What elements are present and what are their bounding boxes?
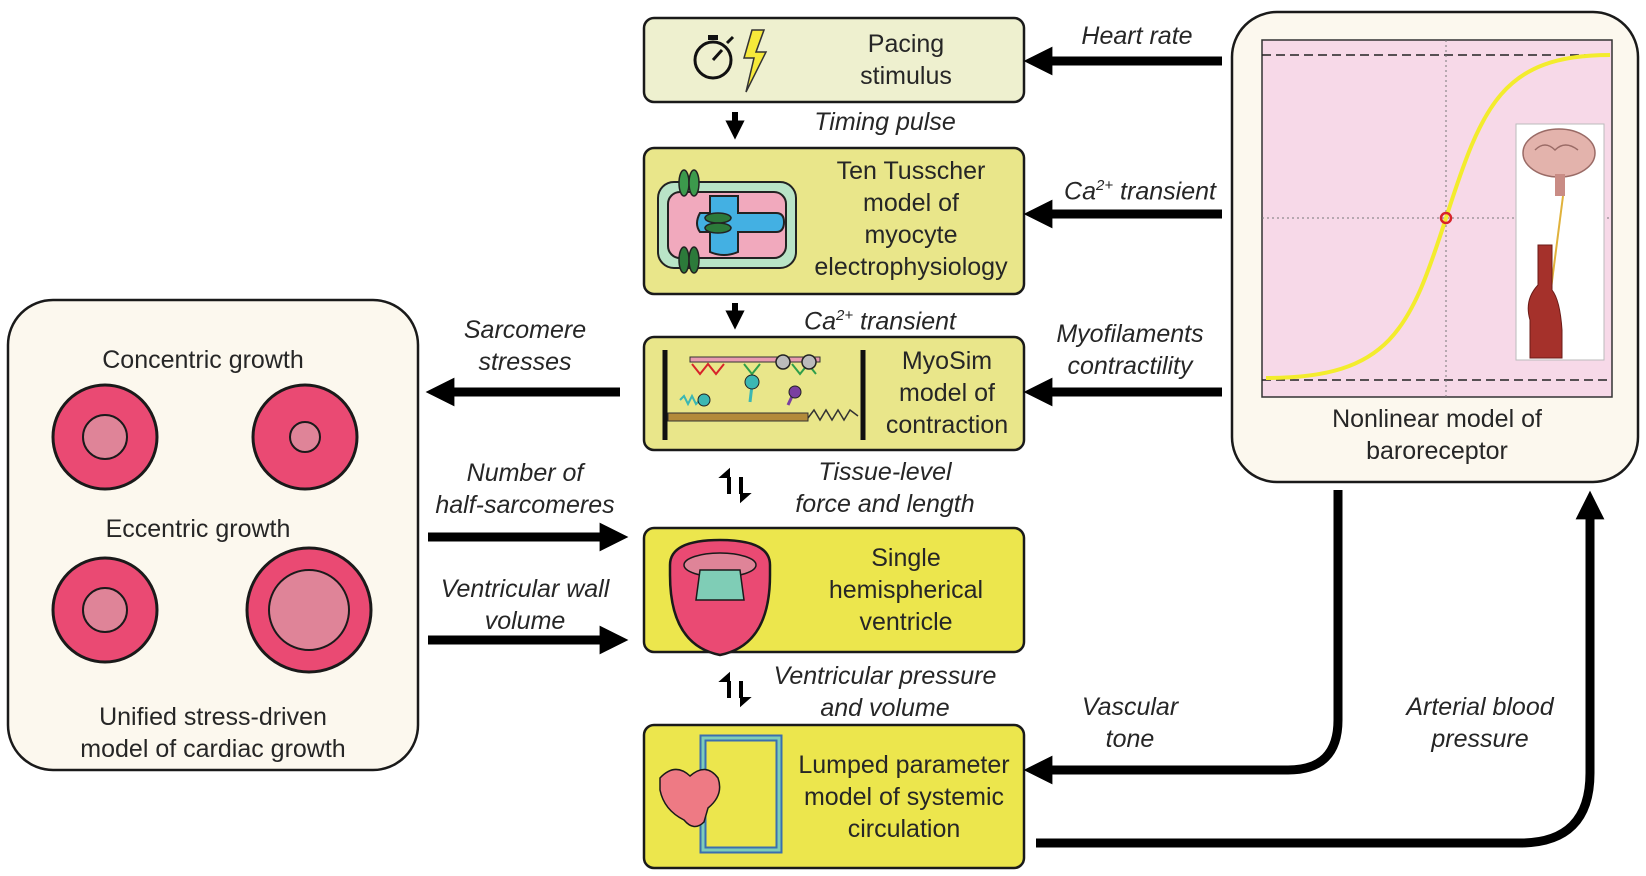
tentusscher-line2: model of [863,189,959,217]
label-half-sarcomeres: Number of half-sarcomeres [420,457,630,521]
circulation-box-text: Lumped parameter model of systemic circu… [786,749,1022,845]
ca-right-post: transient [1113,177,1216,206]
circulation-line1: Lumped parameter [798,751,1010,779]
growth-line1: Unified stress-driven [99,703,327,731]
pacing-line1: Pacing [867,30,945,58]
ca-mid-pre: Ca [804,307,836,336]
circulation-line3: circulation [847,815,961,843]
eccentric-growth-label: Eccentric growth [105,515,291,543]
concentric-growth-label: Concentric growth [102,346,304,374]
myosim-line3: contraction [885,411,1009,439]
ion-channel-icon [657,169,797,274]
circulation-line2: model of systemic [803,783,1005,811]
label-myofilaments: Myofilaments contractility [1040,318,1220,382]
tentusscher-line3: myocyte [864,221,958,249]
myosim-line2: model of [899,379,995,407]
label-tissue-force-length: Tissue-level force and length [770,456,1000,520]
tissue-line2: force and length [795,490,975,518]
brain-icon [1522,128,1596,196]
label-vascular-tone: Vascular tone [1070,691,1190,755]
wall-volume-line1: Ventricular wall [440,575,610,603]
ventricle-icon [668,538,772,657]
pressure-volume-line1: Ventricular pressure [773,662,997,690]
ventricle-line2: hemispherical [828,576,984,604]
lightning-icon [743,29,768,93]
half-sarcomeres-line1: Number of [466,459,584,487]
arrow-arterial-bp [1036,490,1605,848]
eccentric-growth-circles [51,546,373,674]
circulation-icon [659,734,783,854]
myofilament-icon [662,350,866,440]
vascular-line2: tone [1105,725,1155,753]
stopwatch-icon [693,35,735,80]
arrow-vascular-tone [1023,490,1343,785]
pressure-volume-line2: and volume [820,694,950,722]
label-wall-volume: Ventricular wall volume [420,573,630,637]
tentusscher-box-text: Ten Tusscher model of myocyte electrophy… [800,155,1022,283]
label-pressure-volume: Ventricular pressure and volume [760,660,1010,724]
tentusscher-line4: electrophysiology [814,253,1008,281]
growth-model-title: Unified stress-driven model of cardiac g… [48,701,378,765]
baroreceptor-text: Nonlinear model of baroreceptor [1282,403,1592,467]
baroreceptor-line2: baroreceptor [1366,437,1508,465]
ca-mid-post: transient [853,307,956,336]
ca-right-sup: 2+ [1096,177,1114,194]
ventricle-line3: ventricle [859,608,953,636]
wall-volume-line2: volume [484,607,566,635]
operating-point [1439,211,1453,225]
myofilaments-line1: Myofilaments [1056,320,1204,348]
ventricle-box-text: Single hemispherical ventricle [800,542,1012,638]
ca-mid-sup: 2+ [836,307,854,324]
label-ca-transient-right: Ca2+ transient [1050,170,1230,207]
myosim-line1: MyoSim [901,347,993,375]
vascular-line1: Vascular [1081,693,1179,721]
label-arterial-bp: Arterial blood pressure [1390,691,1570,755]
myofilaments-line2: contractility [1067,352,1193,380]
tentusscher-line1: Ten Tusscher [836,157,986,185]
sarcomere-line2: stresses [478,348,572,376]
label-ca-transient-mid: Ca2+ transient [790,300,970,337]
sigmoid-curve [1265,53,1611,380]
arterial-line1: Arterial blood [1406,693,1554,721]
ventricle-line1: Single [871,544,941,572]
ca-right-pre: Ca [1064,177,1096,206]
circulation-box [642,723,1026,870]
baroreceptor-line1: Nonlinear model of [1332,405,1542,433]
label-sarcomere-stresses: Sarcomere stresses [440,314,610,378]
myosim-box-text: MyoSim model of contraction [872,345,1022,441]
pacing-line2: stimulus [860,62,952,90]
concentric-growth-circles [51,383,359,491]
growth-line2: model of cardiac growth [80,735,346,763]
arrows [425,46,1605,848]
bidirectional-arrows [718,467,752,708]
tissue-line1: Tissue-level [818,458,952,486]
arterial-line2: pressure [1431,725,1529,753]
label-heart-rate: Heart rate [1081,22,1193,50]
carotid-artery-icon [1527,244,1563,359]
half-sarcomeres-line2: half-sarcomeres [435,491,615,519]
label-timing-pulse: Timing pulse [814,108,956,136]
pacing-box-text: Pacing stimulus [836,28,976,92]
sarcomere-line1: Sarcomere [463,316,587,344]
